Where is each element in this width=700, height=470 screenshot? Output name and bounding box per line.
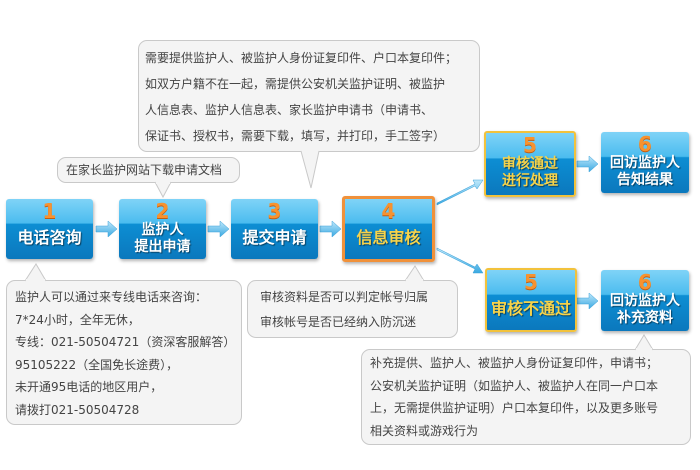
arrow-3-4 — [319, 220, 342, 238]
step-6-supplement[interactable]: 6 回访监护人 补充资料 — [601, 270, 689, 331]
note-line: 专线：021-50504721（资深客服解答） — [15, 335, 236, 349]
step-label: 信息审核 — [356, 228, 421, 247]
note-line: 相关资料或游戏行为 — [370, 423, 479, 438]
note-line: 如双方户籍不在一起，需提供公安机关监护证明、被监护 — [145, 77, 446, 91]
supplement-note: 补充提供、监护人、被监护人身份证复印件，申请书； 公安机关监护证明（如监护人、被… — [361, 349, 691, 445]
step-label: 提交申请 — [242, 228, 307, 247]
note-line: 审核帐号是否已经纳入防沉迷 — [260, 315, 417, 329]
step-number: 3 — [267, 199, 282, 223]
note-line: 未开通95电话的地区用户， — [15, 380, 163, 394]
note-line: 监护人可以通过来专线电话来咨询： — [15, 290, 208, 304]
note-line: 补充提供、监护人、被监护人身份证复印件，申请书； — [370, 356, 659, 370]
note-line: 请拨打021-50504728 — [15, 402, 140, 417]
step-label: 审核不通过 — [490, 299, 571, 318]
step-number: 5 — [523, 133, 537, 157]
note-line: 95105222（全国免长途费）， — [15, 357, 179, 372]
step-number: 4 — [381, 199, 396, 223]
review-note: 审核资料是否可以判定帐号归属 审核帐号是否已经纳入防沉迷 — [247, 280, 458, 338]
arrow-4-5a — [436, 179, 484, 206]
step-label: 回访监护人 补充资料 — [610, 293, 680, 326]
phone-note: 监护人可以通过来专线电话来咨询： 7*24小时，全年无休， 专线：021-505… — [6, 280, 242, 425]
step-5-approved[interactable]: 5 审核通过 进行处理 — [484, 131, 576, 197]
note-line: 7*24小时，全年无休， — [15, 312, 140, 327]
step-number: 1 — [42, 199, 57, 223]
step-5-rejected[interactable]: 5 审核不通过 — [485, 268, 577, 332]
arrow-2-3 — [207, 220, 230, 238]
arrow-4-5b — [436, 247, 484, 274]
step-number: 6 — [638, 270, 652, 294]
note-line: 公安机关监护证明（如监护人、被监护人在同一户口本 — [370, 378, 659, 393]
note-line: 保证书、授权书，需要下载，填写，并打印，手工签字） — [145, 129, 446, 143]
step-label: 审核通过 进行处理 — [502, 156, 558, 189]
note-line: 人信息表、监护人信息表、家长监护申请书（申请书、 — [145, 103, 434, 117]
step-4-review[interactable]: 4 信息审核 — [342, 196, 435, 262]
step-2-apply[interactable]: 2 监护人 提出申请 — [119, 199, 206, 259]
download-note: 在家长监护网站下载申请文档 — [57, 157, 240, 183]
step-number: 2 — [155, 199, 170, 223]
step-6-notify-result[interactable]: 6 回访监护人 告知结果 — [601, 132, 689, 193]
step-label: 电话咨询 — [17, 228, 82, 247]
arrow-5a-6a — [576, 155, 599, 173]
step-number: 6 — [638, 132, 652, 156]
step-1-phone-consult[interactable]: 1 电话咨询 — [6, 199, 93, 259]
note-line: 需要提供监护人、被监护人身份证复印件、户口本复印件； — [145, 51, 458, 65]
step-label: 回访监护人 告知结果 — [610, 155, 680, 188]
arrow-1-2 — [95, 220, 118, 238]
note-line: 上，无需提供监护证明）户口本复印件，以及更多账号 — [370, 401, 659, 415]
note-line: 审核资料是否可以判定帐号归属 — [260, 290, 429, 304]
documents-note: 需要提供监护人、被监护人身份证复印件、户口本复印件； 如双方户籍不在一起，需提供… — [138, 40, 480, 152]
arrow-5b-6b — [576, 292, 599, 310]
step-label: 监护人 提出申请 — [134, 222, 191, 255]
step-3-submit[interactable]: 3 提交申请 — [231, 199, 318, 259]
step-number: 5 — [524, 270, 538, 294]
